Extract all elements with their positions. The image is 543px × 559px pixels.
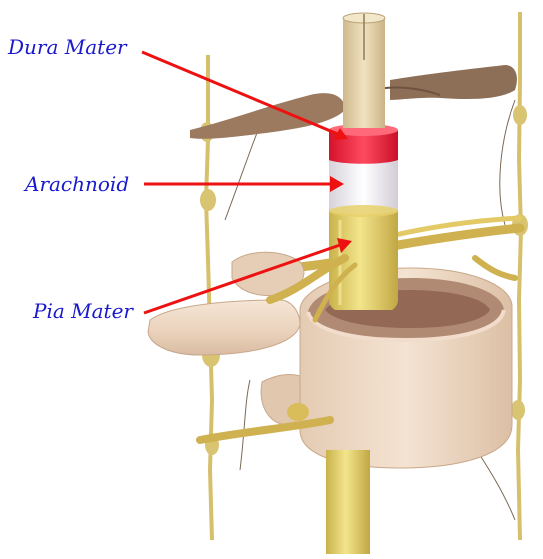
dura-mater-label: Dura Mater <box>8 36 127 58</box>
pia-mater-label: Pia Mater <box>33 300 133 322</box>
nerve-roots-right-lower <box>475 258 515 278</box>
upper-cord-segment <box>343 13 385 128</box>
sympathetic-chain-right <box>518 12 521 540</box>
arachnoid-label: Arachnoid <box>25 173 129 195</box>
arachnoid-arrow <box>144 176 344 192</box>
arachnoid-layer <box>329 160 398 217</box>
